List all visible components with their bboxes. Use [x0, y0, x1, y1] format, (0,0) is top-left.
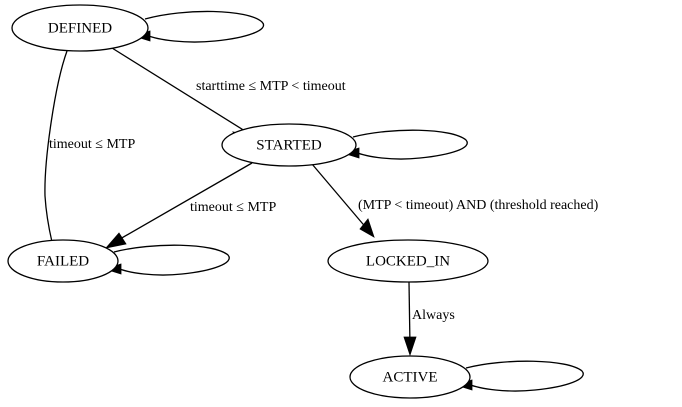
node-active-label: ACTIVE [383, 369, 438, 385]
edge-defined-to-started [111, 47, 255, 144]
edge-locked-in-to-active [403, 281, 417, 357]
edge-label-started-to-locked-in: (MTP < timeout) AND (threshold reached) [358, 198, 599, 213]
node-failed-label: FAILED [37, 253, 89, 269]
edge-label-defined-to-started: starttime ≤ MTP < timeout [196, 79, 346, 94]
node-started-label: STARTED [256, 137, 322, 153]
self-loop-started-path [352, 129, 468, 160]
edge-defined-to-started-path [111, 47, 246, 132]
edge-defined-to-failed [44, 50, 68, 260]
edge-defined-to-failed-path [44, 50, 68, 243]
self-loop-failed-path [113, 244, 230, 276]
node-locked-in-label: LOCKED_IN [366, 253, 450, 269]
edge-locked-in-to-active-arrowhead [403, 336, 417, 357]
node-defined-label: DEFINED [48, 20, 112, 36]
edge-started-to-failed-arrowhead [104, 232, 127, 249]
self-loop-defined-path [144, 10, 265, 43]
node-active-ellipse[interactable] [349, 355, 471, 399]
edge-started-to-locked-in-path [311, 163, 369, 231]
node-defined[interactable]: DEFINED [11, 4, 149, 52]
node-defined-ellipse[interactable] [11, 4, 149, 52]
edge-locked-in-to-active-path [408, 281, 411, 348]
edge-label-locked-in-to-active: Always [412, 308, 455, 323]
edge-label-started-to-failed: timeout ≤ MTP [190, 200, 276, 215]
node-failed[interactable]: FAILED [7, 239, 119, 283]
self-loop-defined [132, 10, 265, 43]
node-failed-ellipse[interactable] [7, 239, 119, 283]
self-loop-started [341, 129, 468, 160]
edge-label-defined-to-failed: timeout ≤ MTP [49, 137, 135, 152]
node-started[interactable]: STARTED [221, 123, 357, 167]
edge-started-to-locked-in [311, 163, 375, 238]
node-locked-in[interactable]: LOCKED_IN [327, 239, 489, 283]
self-loop-failed [103, 244, 230, 276]
node-started-ellipse[interactable] [221, 123, 357, 167]
edge-started-to-failed [104, 162, 253, 249]
node-locked-in-ellipse[interactable] [327, 239, 489, 283]
edge-started-to-failed-path [112, 162, 253, 244]
self-loop-active [454, 360, 584, 392]
edge-started-to-locked-in-arrowhead [359, 218, 375, 238]
self-loop-active-path [465, 360, 584, 392]
node-active[interactable]: ACTIVE [349, 355, 471, 399]
